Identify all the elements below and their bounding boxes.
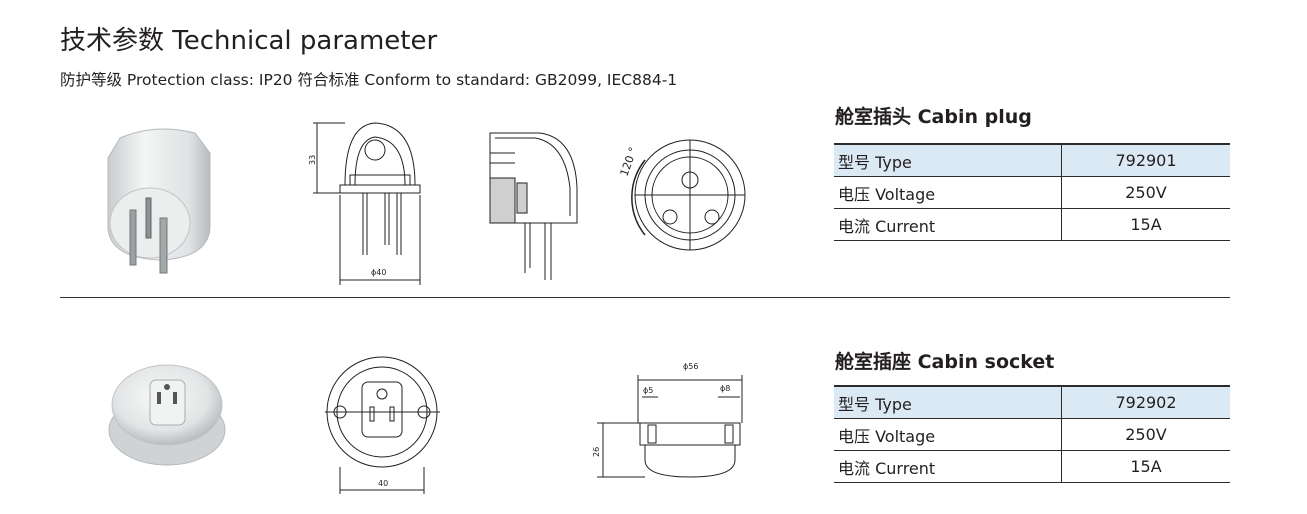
plug-face-drawing: 120 °: [618, 139, 746, 251]
type-value: 792901: [1061, 143, 1230, 177]
socket-photo: [108, 364, 226, 466]
socket-side-drawing: ϕ56 ϕ5 ϕ8 26: [592, 362, 743, 478]
socket-hole-large-dim: ϕ8: [720, 384, 730, 393]
current-label: 电流 Current: [834, 450, 1062, 483]
page-title: 技术参数 Technical parameter: [60, 26, 438, 56]
plug-diameter-dim: ϕ40: [371, 268, 386, 277]
table-row: 型号 Type 792901: [834, 143, 1230, 177]
socket-height-dim: 26: [592, 447, 601, 457]
plug-section-title: 舱室插头 Cabin plug: [835, 106, 1032, 128]
plug-front-drawing: 33 ϕ40: [308, 122, 421, 285]
current-value: 15A: [1061, 208, 1230, 241]
socket-front-drawing: 40: [325, 356, 440, 494]
plug-height-dim: 33: [308, 155, 317, 165]
table-row: 电流 Current 15A: [834, 208, 1230, 241]
plug-side-drawing: [489, 132, 578, 280]
table-row: 型号 Type 792902: [834, 385, 1230, 419]
socket-spec-table: 型号 Type 792902 电压 Voltage 250V 电流 Curren…: [834, 385, 1230, 483]
current-label: 电流 Current: [834, 208, 1062, 241]
type-label: 型号 Type: [834, 143, 1062, 177]
socket-diameter-dim: ϕ56: [683, 362, 698, 371]
socket-hole-small-dim: ϕ5: [643, 386, 653, 395]
type-value: 792902: [1061, 385, 1230, 419]
socket-width-dim: 40: [378, 479, 388, 488]
socket-section-title: 舱室插座 Cabin socket: [835, 351, 1055, 373]
section-divider: [60, 297, 1230, 298]
table-row: 电流 Current 15A: [834, 450, 1230, 483]
type-label: 型号 Type: [834, 385, 1062, 419]
plug-spec-table: 型号 Type 792901 电压 Voltage 250V 电流 Curren…: [834, 143, 1230, 241]
voltage-value: 250V: [1061, 418, 1230, 451]
voltage-label: 电压 Voltage: [834, 418, 1062, 451]
voltage-value: 250V: [1061, 176, 1230, 209]
current-value: 15A: [1061, 450, 1230, 483]
page-subtitle: 防护等级 Protection class: IP20 符合标准 Conform…: [60, 71, 678, 89]
table-row: 电压 Voltage 250V: [834, 176, 1230, 209]
table-row: 电压 Voltage 250V: [834, 418, 1230, 451]
plug-photo: [107, 128, 211, 274]
voltage-label: 电压 Voltage: [834, 176, 1062, 209]
